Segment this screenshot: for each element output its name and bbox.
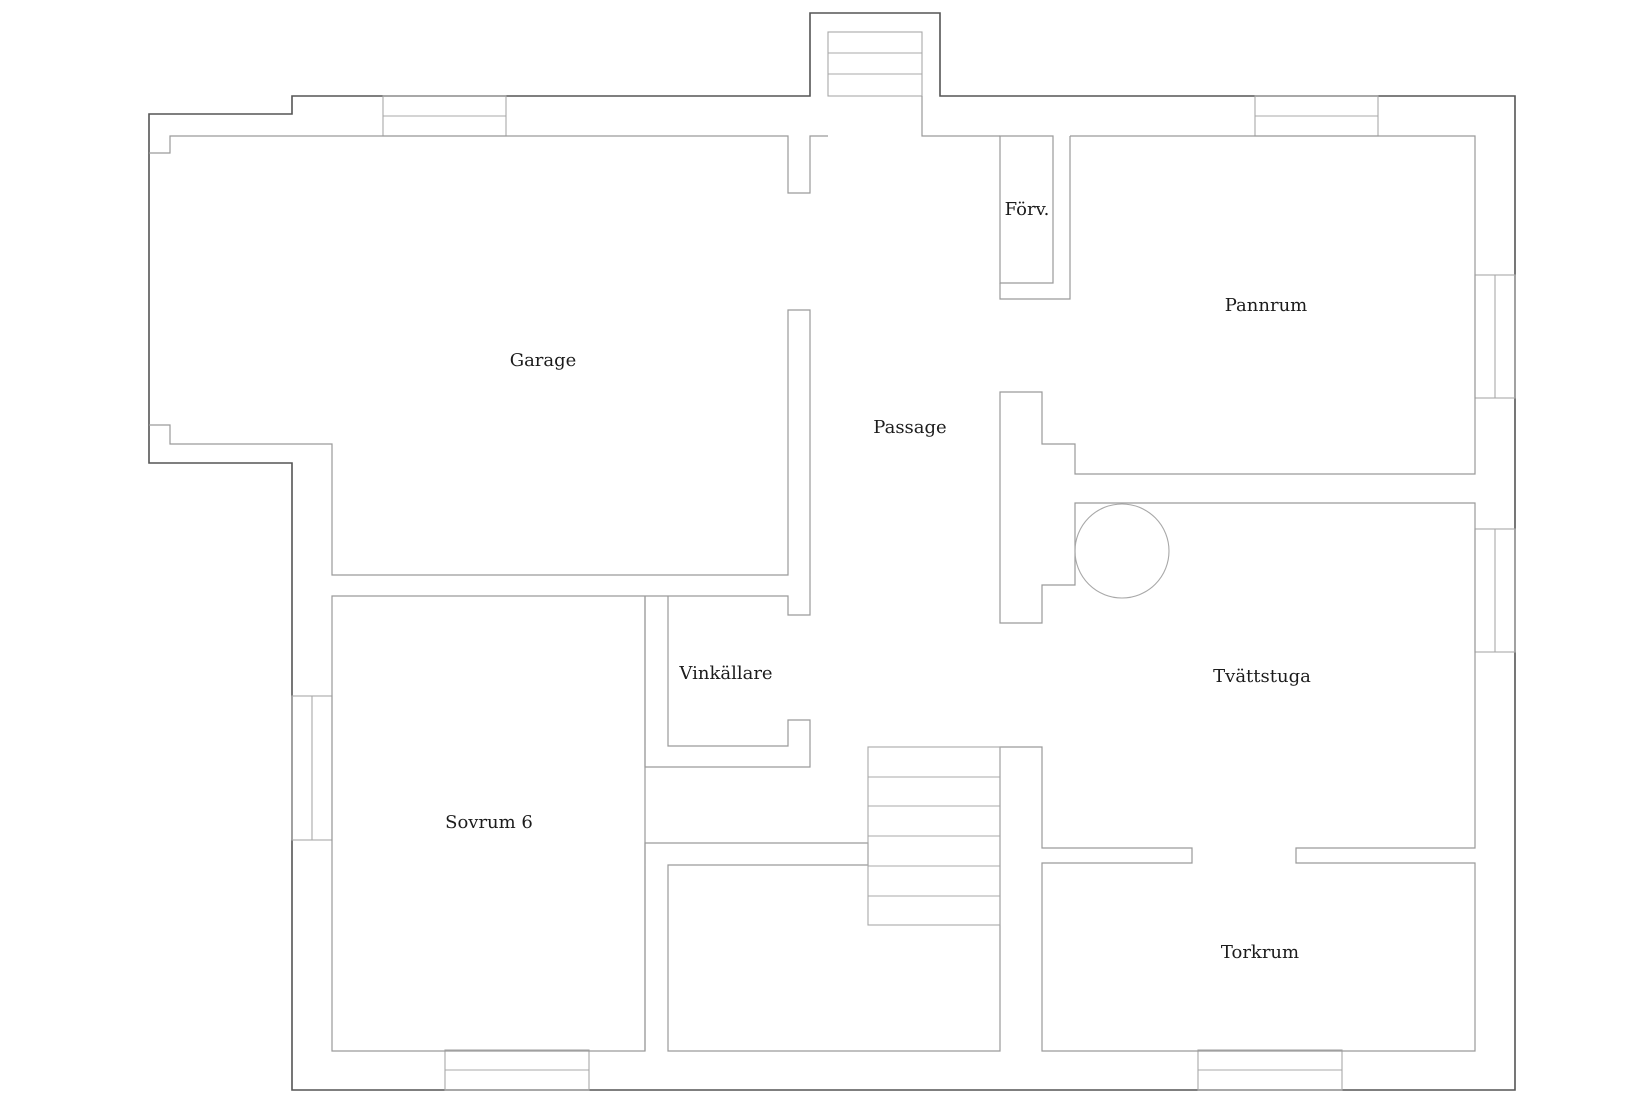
entrance-stairs: [827, 31, 923, 97]
window-tvattstuga-right: [1474, 528, 1516, 653]
window-garage-top: [382, 95, 507, 137]
window-sovrum-bottom: [444, 1049, 590, 1091]
room-label-pannrum: Pannrum: [1225, 295, 1308, 316]
window-sovrum-left: [291, 695, 333, 841]
window-torkrum-bottom: [1197, 1049, 1343, 1091]
room-label-sovrum6: Sovrum 6: [445, 812, 533, 833]
forv-wall: [999, 135, 1054, 284]
garage-wall: [149, 135, 828, 194]
room-label-torkrum: Torkrum: [1221, 942, 1299, 963]
room-label-tvattstuga: Tvättstuga: [1213, 666, 1311, 687]
window-pannrum-top: [1254, 95, 1379, 137]
room-label-passage: Passage: [873, 417, 946, 438]
vinkallare-wall: [644, 596, 811, 768]
basement-stairs: [867, 746, 1001, 926]
room-label-garage: Garage: [510, 350, 577, 371]
outer-wall: [148, 12, 1516, 1091]
forv-outer-wall: [999, 136, 1071, 300]
room-label-forv: Förv.: [1005, 199, 1050, 220]
window-pannrum-right: [1474, 274, 1516, 399]
garage-wall-lower: [149, 309, 811, 1052]
passage-wall-top: [921, 96, 1000, 137]
pannrum-wall: [644, 135, 1476, 1052]
room-label-vinkallare: Vinkällare: [678, 663, 772, 684]
chimney-circle: [1074, 503, 1170, 599]
